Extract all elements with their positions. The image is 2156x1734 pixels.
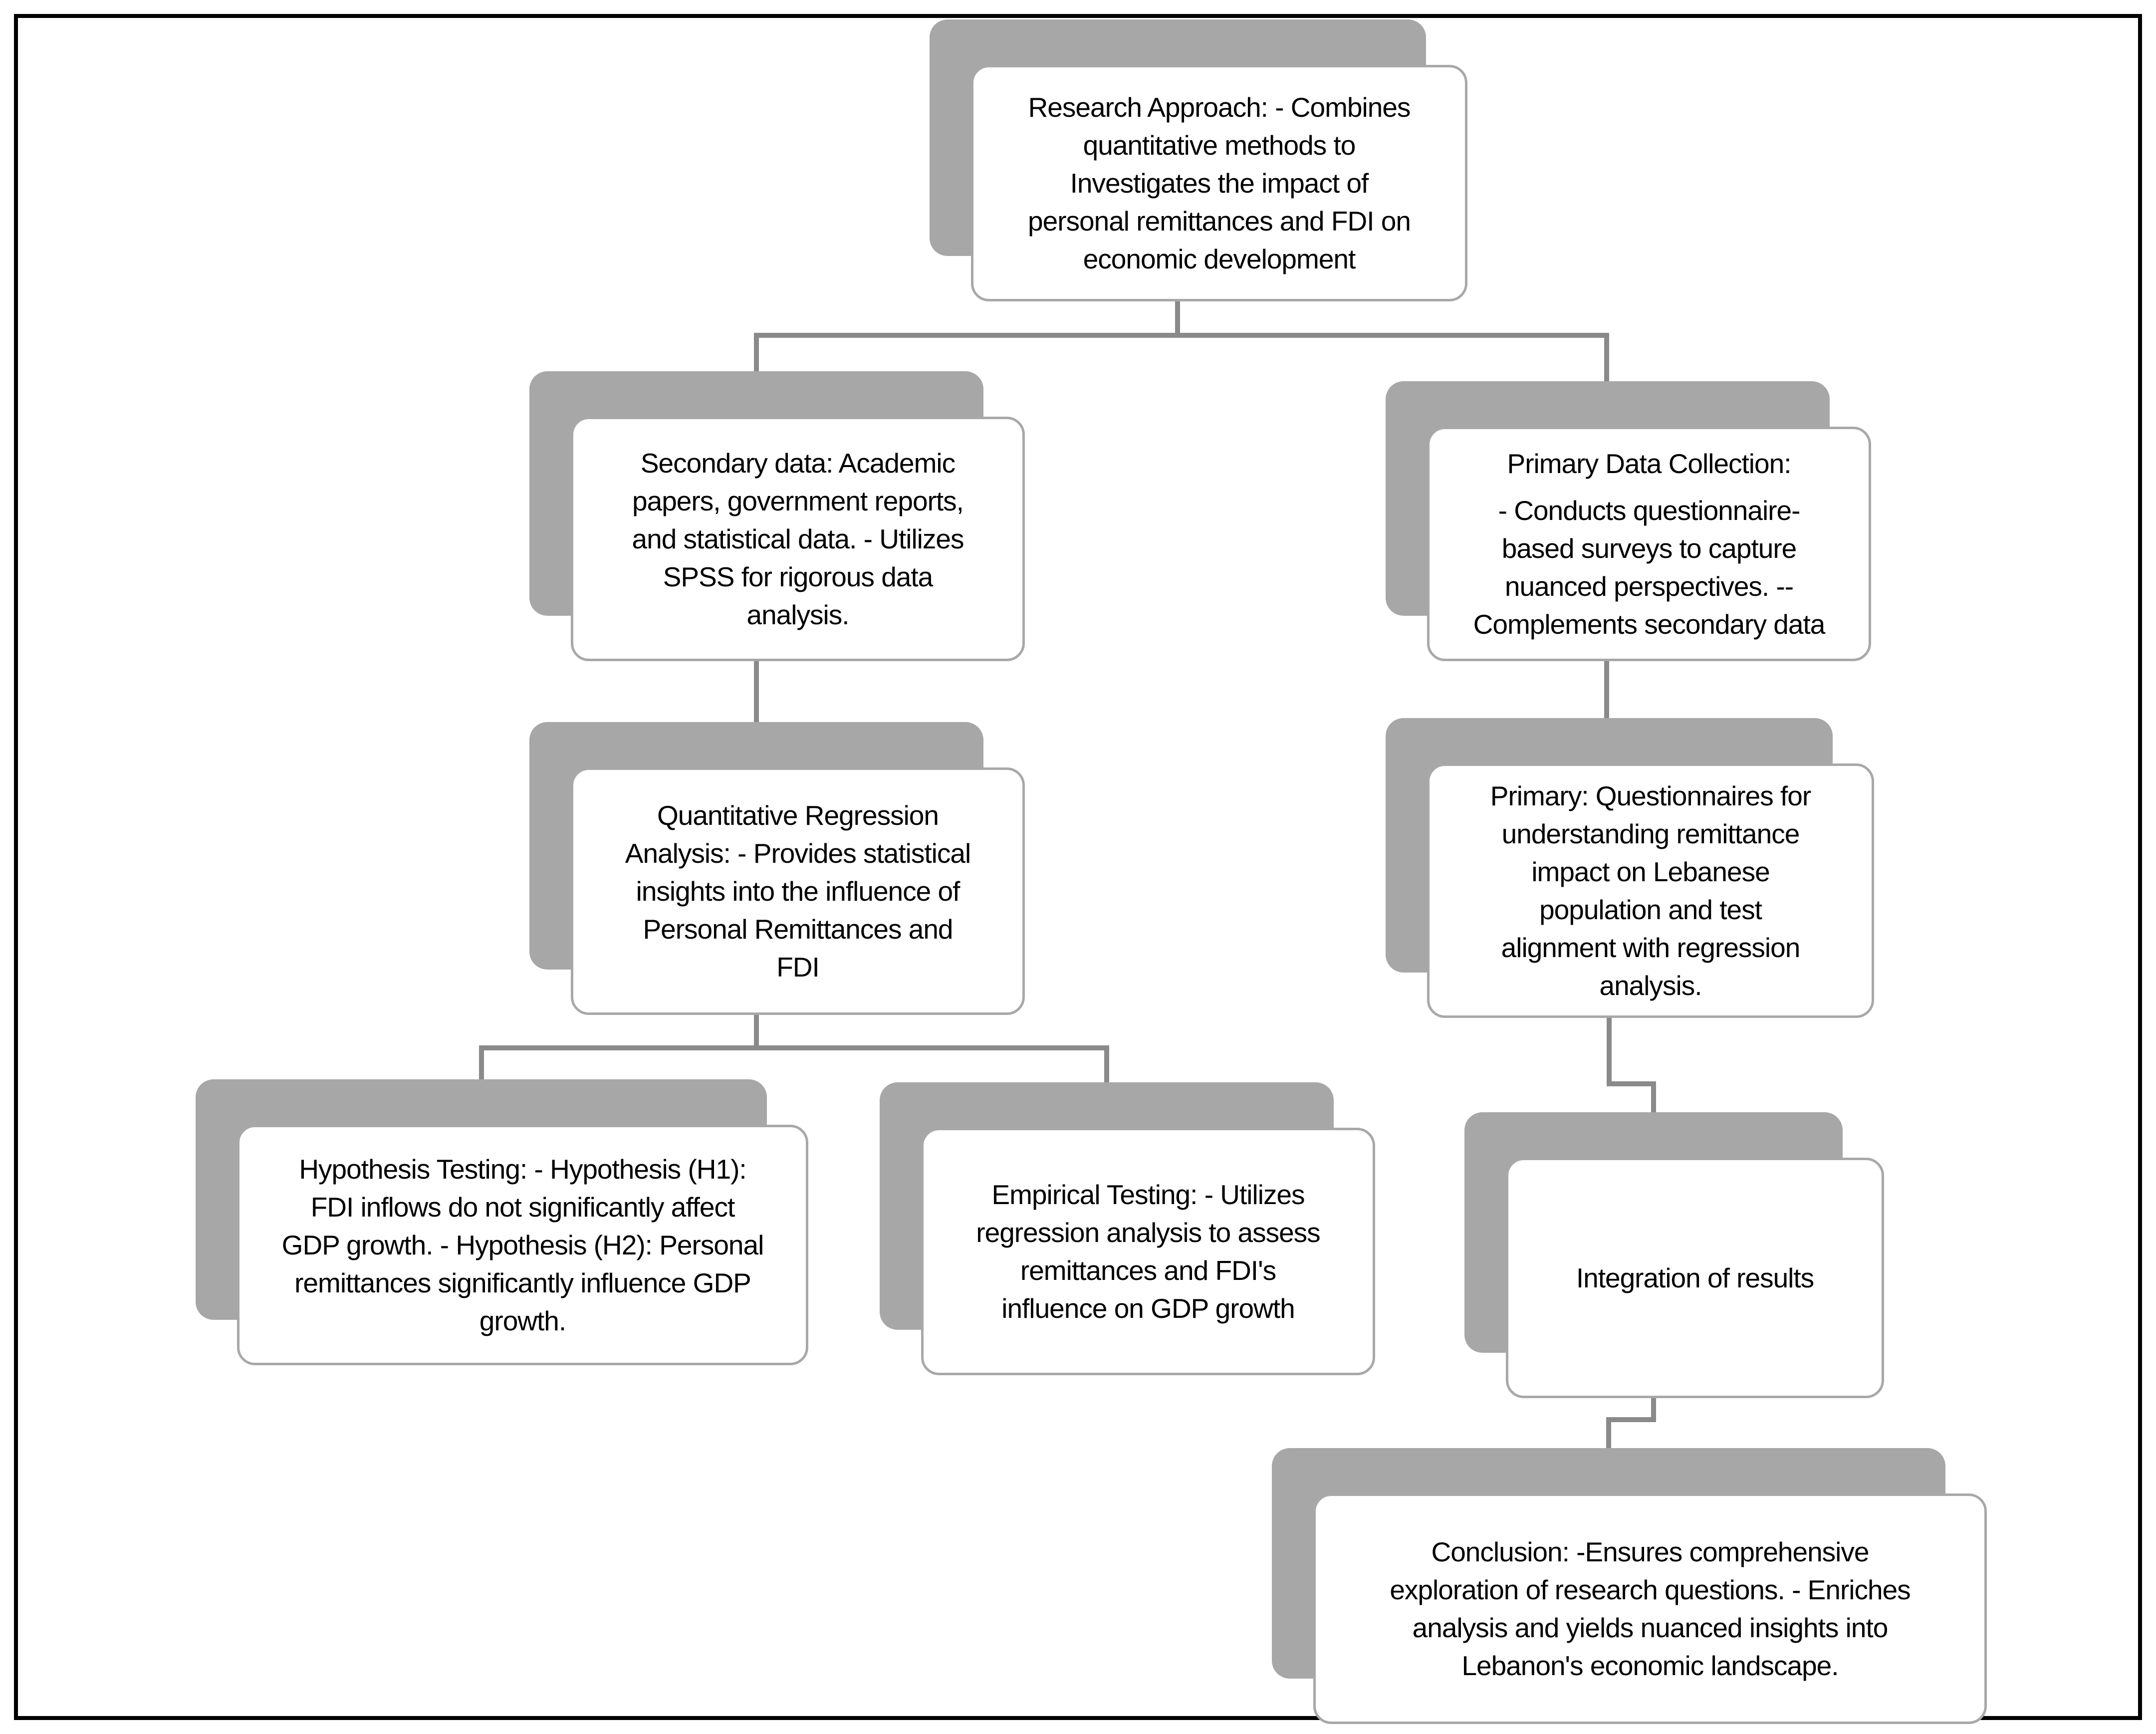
node-empirical-testing: Empirical Testing: - Utilizes regression…	[880, 1082, 1375, 1375]
connector-questionnaires-to-integration	[1607, 1013, 1656, 1130]
node-integration-of-results: Integration of results	[1464, 1112, 1884, 1398]
connector-integration-to-conclusion	[1606, 1395, 1656, 1465]
node-primary-data-collection: Primary Data Collection: - Conducts ques…	[1386, 381, 1871, 661]
node-text: Research Approach: - Combines quantitati…	[1028, 92, 1411, 274]
node-text: Empirical Testing: - Utilizes regression…	[976, 1179, 1320, 1324]
node-text: Hypothesis Testing: - Hypothesis (H1): F…	[281, 1154, 764, 1336]
node-card: Empirical Testing: - Utilizes regression…	[921, 1128, 1375, 1375]
node-text: Primary: Questionnaires for understandin…	[1490, 780, 1811, 1001]
node-card: Primary: Questionnaires for understandin…	[1427, 763, 1874, 1018]
page-border-frame	[14, 14, 2142, 1720]
node-card: Secondary data: Academic papers, governm…	[571, 417, 1025, 661]
node-text: Secondary data: Academic papers, governm…	[632, 448, 964, 630]
node-card: Conclusion: -Ensures comprehensive explo…	[1313, 1493, 1987, 1724]
node-conclusion: Conclusion: -Ensures comprehensive explo…	[1272, 1448, 1987, 1724]
node-research-approach: Research Approach: - Combines quantitati…	[930, 19, 1467, 301]
node-card: Quantitative Regression Analysis: - Prov…	[571, 767, 1025, 1015]
node-primary-questionnaires: Primary: Questionnaires for understandin…	[1386, 718, 1874, 1018]
node-hypothesis-testing: Hypothesis Testing: - Hypothesis (H1): F…	[196, 1079, 808, 1365]
node-card: Primary Data Collection: - Conducts ques…	[1427, 427, 1871, 661]
node-card: Research Approach: - Combines quantitati…	[971, 65, 1467, 301]
node-text: Quantitative Regression Analysis: - Prov…	[625, 800, 971, 983]
node-quantitative-regression: Quantitative Regression Analysis: - Prov…	[529, 722, 1025, 1015]
node-card: Integration of results	[1506, 1158, 1884, 1398]
node-text: Conclusion: -Ensures comprehensive explo…	[1390, 1536, 1911, 1681]
node-text: - Conducts questionnaire- based surveys …	[1473, 495, 1826, 640]
node-title: Primary Data Collection:	[1507, 448, 1792, 479]
node-card: Hypothesis Testing: - Hypothesis (H1): F…	[237, 1125, 808, 1365]
node-text: Integration of results	[1576, 1262, 1814, 1293]
node-secondary-data: Secondary data: Academic papers, governm…	[529, 371, 1025, 661]
